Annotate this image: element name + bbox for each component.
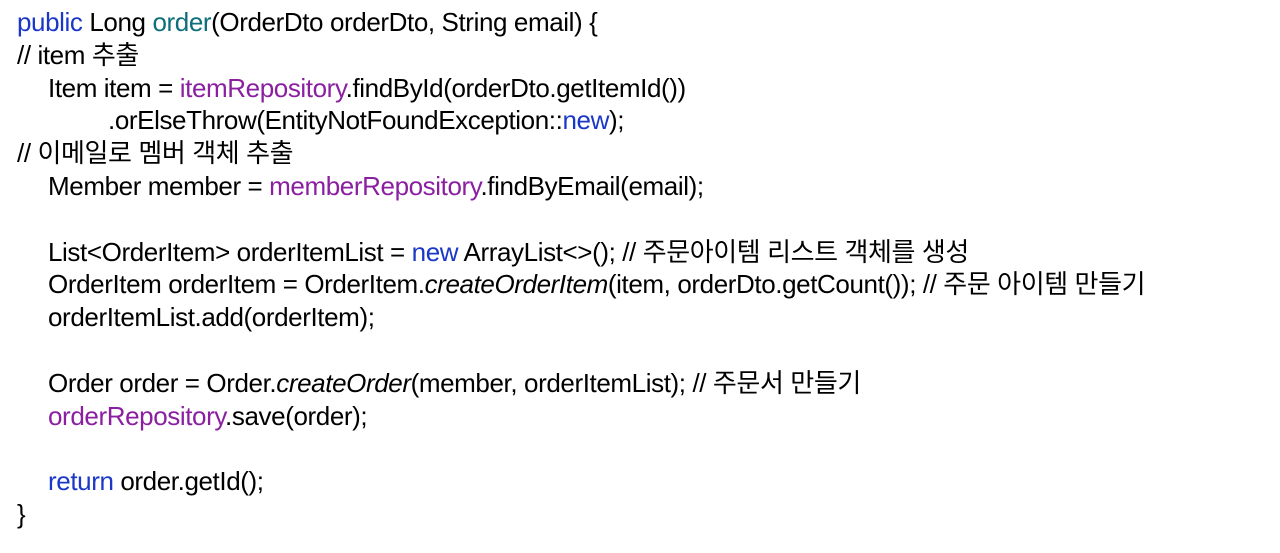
code-token: ArrayList<>(); // 주문아이템 리스트 객체를 생성 <box>458 236 970 267</box>
static-method-token: createOrder <box>276 367 411 398</box>
code-token: order.getId(); <box>113 466 264 497</box>
code-token: // 이메일로 멤버 객체 추출 <box>17 138 294 169</box>
code-line: .orElseThrow(EntityNotFoundException::ne… <box>0 104 1280 137</box>
field-token: orderRepository <box>48 400 226 431</box>
code-line: orderItemList.add(orderItem); <box>0 301 1280 334</box>
code-line: OrderItem orderItem = OrderItem.createOr… <box>0 268 1280 301</box>
keyword-token: new <box>562 105 609 136</box>
code-token: Long <box>82 7 153 37</box>
code-token: Order order = Order. <box>48 367 277 398</box>
code-line: Order order = Order.createOrder(member, … <box>0 367 1280 400</box>
code-token: // item 추출 <box>17 39 139 70</box>
keyword-token: return <box>48 466 114 497</box>
code-token: List<OrderItem> orderItemList = <box>48 236 412 267</box>
code-token: Item item = <box>48 72 180 103</box>
code-line: public Long order(OrderDto orderDto, Str… <box>0 6 1280 39</box>
code-line: List<OrderItem> orderItemList = new Arra… <box>0 236 1280 269</box>
code-token: (member, orderItemList); // 주문서 만들기 <box>410 367 862 398</box>
blank-line <box>0 334 1280 367</box>
keyword-token: public <box>17 7 83 37</box>
code-token: .findByEmail(email); <box>480 170 704 201</box>
method-name-token: order <box>152 7 212 37</box>
code-token: .findById(orderDto.getItemId()) <box>345 72 687 103</box>
code-token: .save(order); <box>225 400 368 431</box>
field-token: memberRepository <box>269 170 481 201</box>
code-line: Item item = itemRepository.findById(orde… <box>0 72 1280 105</box>
code-token: .orElseThrow(EntityNotFoundException:: <box>108 105 563 136</box>
code-token: OrderItem orderItem = OrderItem. <box>48 269 425 300</box>
code-token: ); <box>608 105 625 136</box>
code-line: orderRepository.save(order); <box>0 400 1280 433</box>
code-line: Member member = memberRepository.findByE… <box>0 170 1280 203</box>
code-line: } <box>0 498 1280 531</box>
code-token: } <box>17 498 26 529</box>
blank-line <box>0 432 1280 465</box>
code-line: return order.getId(); <box>0 465 1280 498</box>
code-line: // item 추출 <box>0 39 1280 72</box>
static-method-token: createOrderItem <box>424 269 609 300</box>
code-line: // 이메일로 멤버 객체 추출 <box>0 137 1280 170</box>
blank-line <box>0 203 1280 236</box>
code-token: Member member = <box>48 170 270 201</box>
code-token: orderItemList.add(orderItem); <box>48 302 375 333</box>
code-token: (item, orderDto.getCount()); // 주문 아이템 만… <box>607 269 1146 300</box>
code-token: (OrderDto orderDto, String email) { <box>211 7 598 37</box>
field-token: itemRepository <box>179 72 346 103</box>
keyword-token: new <box>411 236 459 267</box>
